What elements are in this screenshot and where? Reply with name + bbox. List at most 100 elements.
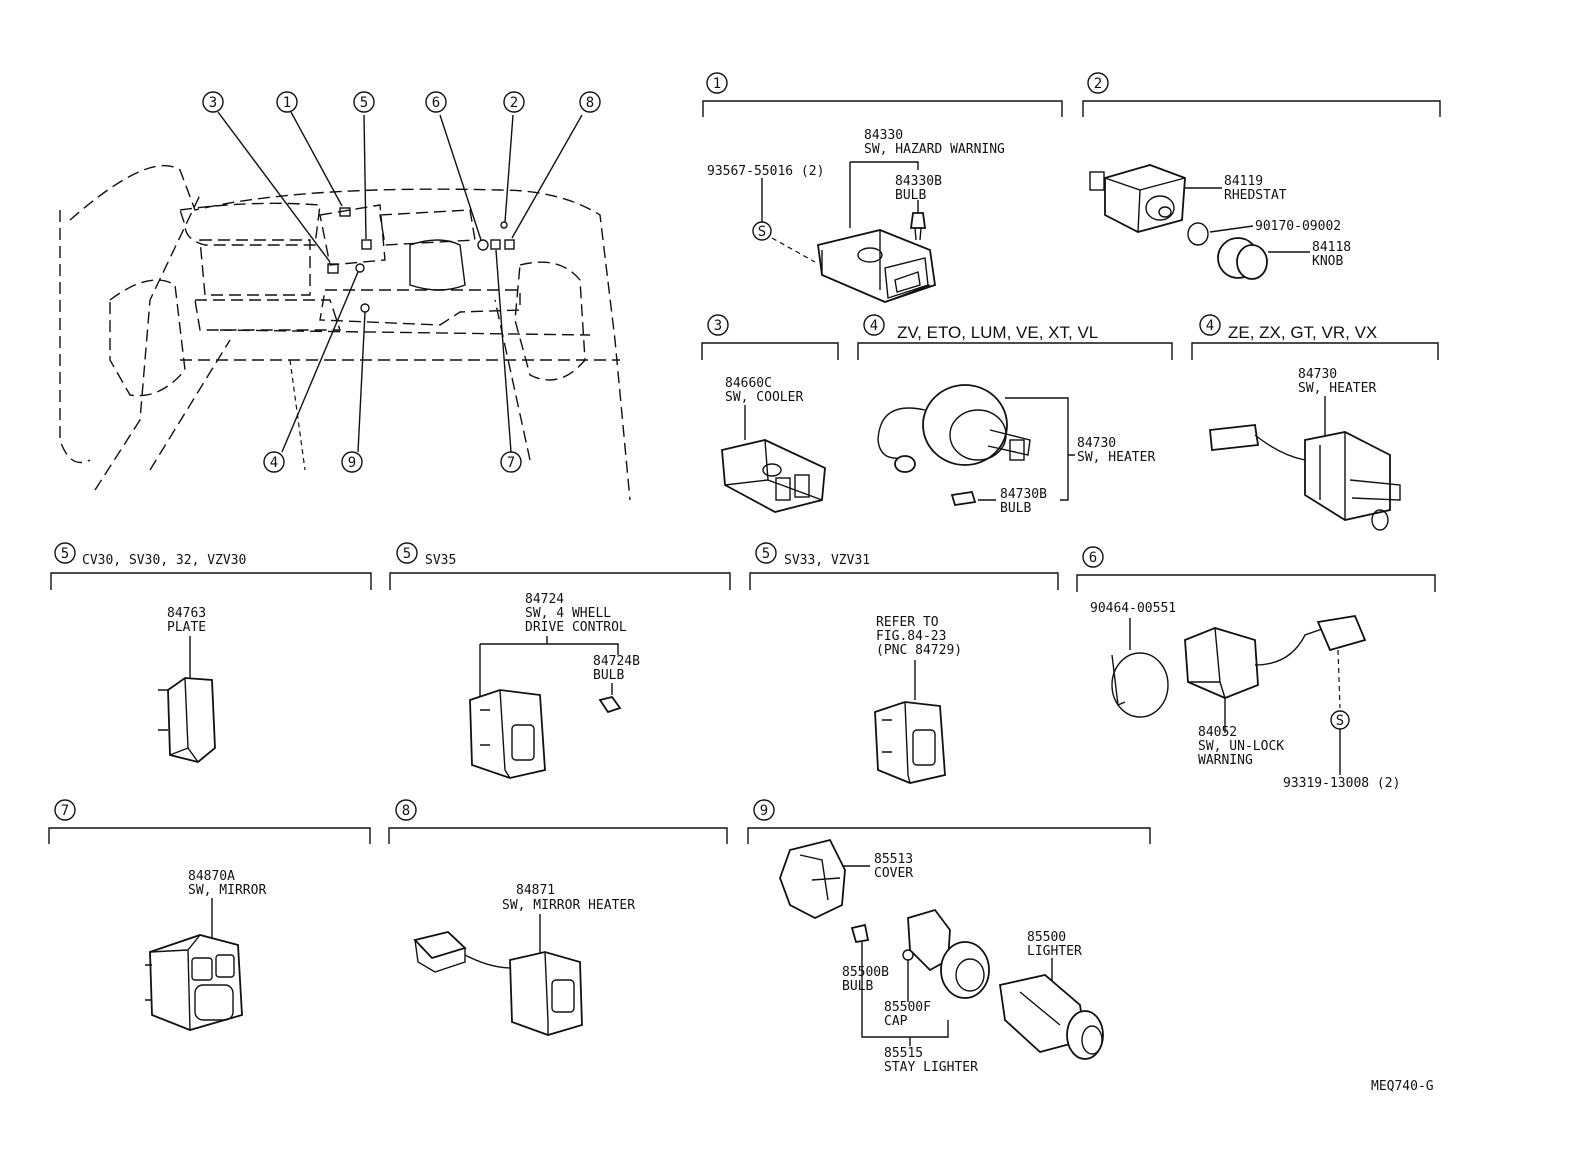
mirror-switch-shape: [145, 934, 243, 1031]
4wd-bulb-shape: [598, 695, 622, 714]
lighter-bulb-shape: [850, 923, 870, 944]
svg-text:90464-00551: 90464-00551: [1090, 601, 1176, 616]
index-callout-5: 5: [353, 91, 375, 113]
svg-text:85515: 85515: [884, 1046, 923, 1061]
svg-text:84870A: 84870A: [188, 869, 235, 884]
component-9-marker: [360, 303, 370, 313]
svg-text:7: 7: [507, 455, 515, 471]
component-7-marker: [490, 239, 501, 250]
svg-text:SW, HEATER: SW, HEATER: [1077, 450, 1155, 465]
index-callout-2: 2: [503, 91, 525, 113]
svg-text:BULB: BULB: [1000, 501, 1031, 516]
svg-text:90170-09002: 90170-09002: [1255, 219, 1341, 234]
section-7-mirror: 7 84870A SW, MIRROR: [48, 799, 371, 1031]
svg-text:SW, 4 WHELL: SW, 4 WHELL: [525, 606, 611, 621]
svg-text:1: 1: [713, 76, 721, 92]
svg-text:4: 4: [870, 318, 878, 334]
svg-text:DRIVE CONTROL: DRIVE CONTROL: [525, 620, 627, 635]
svg-text:SW, COOLER: SW, COOLER: [725, 390, 803, 405]
svg-text:84730: 84730: [1077, 436, 1116, 451]
svg-text:2: 2: [510, 95, 518, 111]
index-callout-6: 6: [425, 91, 447, 113]
svg-text:93319-13008 (2): 93319-13008 (2): [1283, 776, 1400, 791]
svg-text:SW, MIRROR HEATER: SW, MIRROR HEATER: [502, 898, 635, 913]
index-callout-9: 9: [341, 451, 363, 473]
mirror-heater-switch-shape: [413, 931, 583, 1036]
svg-text:84763: 84763: [167, 606, 206, 621]
unlock-switch-shape: [1184, 614, 1367, 699]
heater-bulb-shape: [950, 490, 977, 507]
heater-switch-shape: [877, 384, 1031, 473]
svg-text:3: 3: [209, 95, 217, 111]
svg-text:RHEDSTAT: RHEDSTAT: [1224, 188, 1287, 203]
index-callout-7: 7: [500, 451, 522, 473]
svg-text:85500: 85500: [1027, 930, 1066, 945]
svg-text:KNOB: KNOB: [1312, 254, 1343, 269]
svg-text:CV30, SV30, 32, VZV30: CV30, SV30, 32, VZV30: [82, 553, 246, 568]
svg-text:84660C: 84660C: [725, 376, 772, 391]
section-3-cooler: 3 84660C SW, COOLER: [701, 314, 839, 513]
svg-text:8: 8: [586, 95, 594, 111]
svg-text:5: 5: [403, 546, 411, 562]
svg-text:4: 4: [270, 455, 278, 471]
svg-text:85500F: 85500F: [884, 1000, 931, 1015]
svg-text:9: 9: [760, 803, 768, 819]
section-5a-plate: 5 CV30, SV30, 32, VZV30 84763 PLATE: [50, 542, 372, 763]
svg-text:9: 9: [348, 455, 356, 471]
section-5b-4wd-control: 5 SV35 84724 SW, 4 WHELL DRIVE CONTROL 8…: [389, 542, 731, 779]
svg-text:6: 6: [432, 95, 440, 111]
index-callout-8: 8: [579, 91, 601, 113]
svg-text:SV35: SV35: [425, 553, 456, 568]
svg-text:COVER: COVER: [874, 866, 913, 881]
svg-text:SW, MIRROR: SW, MIRROR: [188, 883, 266, 898]
section-9-lighter: 9 85513 COVER 85500B BULB 85500F CAP 855…: [747, 799, 1151, 1075]
section-8-mirror-heater: 8 84871 SW, MIRROR HEATER: [388, 799, 728, 1036]
svg-text:SV33, VZV31: SV33, VZV31: [784, 553, 870, 568]
lighter-shape: [998, 974, 1104, 1060]
refer-switch-shape: [874, 701, 946, 784]
svg-text:STAY LIGHTER: STAY LIGHTER: [884, 1060, 978, 1075]
cooler-switch-shape: [721, 439, 826, 513]
svg-text:SW, UN-LOCK: SW, UN-LOCK: [1198, 739, 1284, 754]
svg-text:FIG.84-23: FIG.84-23: [876, 629, 946, 644]
svg-text:LIGHTER: LIGHTER: [1027, 944, 1082, 959]
hazard-bulb-shape: [909, 212, 927, 229]
svg-text:85500B: 85500B: [842, 965, 889, 980]
knob-shape: [1217, 237, 1268, 280]
svg-text:5: 5: [61, 546, 69, 562]
svg-text:S: S: [1336, 713, 1344, 729]
svg-text:7: 7: [61, 803, 69, 819]
section-4b-heater: 4 ZE, ZX, GT, VR, VX 84730 SW, HEATER: [1191, 314, 1439, 531]
svg-text:SW, HEATER: SW, HEATER: [1298, 381, 1376, 396]
svg-text:5: 5: [360, 95, 368, 111]
plate-shape: [158, 677, 216, 763]
index-callout-4: 4: [263, 451, 285, 473]
section-5c-refer: 5 SV33, VZV31 REFER TO FIG.84-23 (PNC 84…: [749, 542, 1059, 784]
component-6-marker: [477, 239, 489, 251]
hazard-switch-shape: [817, 229, 936, 303]
svg-text:93567-55016 (2): 93567-55016 (2): [707, 164, 824, 179]
svg-text:85513: 85513: [874, 852, 913, 867]
svg-text:5: 5: [762, 546, 770, 562]
svg-text:6: 6: [1089, 550, 1097, 566]
svg-text:84730B: 84730B: [1000, 487, 1047, 502]
svg-text:84724B: 84724B: [593, 654, 640, 669]
index-callout-3: 3: [202, 91, 224, 113]
svg-text:(PNC 84729): (PNC 84729): [876, 643, 962, 658]
section-1-hazard-warning: 1 84330 SW, HAZARD WARNING 84330B BULB 9…: [702, 72, 1063, 303]
svg-text:84119: 84119: [1224, 174, 1263, 189]
svg-text:84724: 84724: [525, 592, 564, 607]
component-3-marker: [327, 263, 339, 274]
section-6-unlock-warning: 6 90464-00551 84052 SW, UN-LOCK WARNING …: [1076, 546, 1436, 791]
svg-text:WARNING: WARNING: [1198, 753, 1253, 768]
screw-s-mark: [752, 221, 772, 241]
svg-text:84330: 84330: [864, 128, 903, 143]
rheostat-shape: [1089, 164, 1186, 233]
svg-text:2: 2: [1094, 76, 1102, 92]
dashboard-overview: 3 1 5 6 2 8 4 9 7: [59, 91, 631, 501]
svg-text:BULB: BULB: [842, 979, 873, 994]
component-4-marker: [355, 263, 365, 273]
svg-text:S: S: [758, 224, 766, 240]
svg-text:ZE, ZX, GT, VR, VX: ZE, ZX, GT, VR, VX: [1228, 323, 1377, 342]
